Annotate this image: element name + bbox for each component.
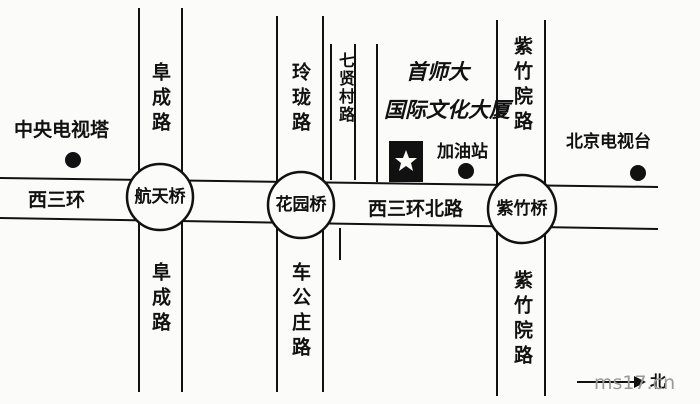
- huayuan-bridge-circle: [266, 170, 336, 240]
- zizhu-bridge-circle: [486, 173, 558, 245]
- zizhuyuan-road-south-label: 紫竹院路: [511, 270, 533, 370]
- west-third-ring-label: 西三环: [28, 189, 86, 211]
- ring-road-top-edge: [0, 177, 659, 188]
- linglong-road-label: 玲珑路: [289, 62, 311, 137]
- fucheng-road-north-label: 阜成路: [149, 62, 171, 137]
- hangtian-bridge-circle: [125, 162, 195, 232]
- north-arrow-head: [634, 376, 646, 388]
- north-label: 北: [650, 372, 667, 391]
- destination-name-line1: 首师大: [406, 60, 469, 84]
- gas-station-label: 加油站: [437, 142, 488, 162]
- cctv-tower-label: 中央电视塔: [14, 119, 110, 141]
- bjtv-label: 北京电视台: [566, 132, 651, 152]
- huayuan-bridge-label: 花园桥: [275, 195, 327, 215]
- star-icon: [395, 150, 417, 171]
- bjtv-dot: [630, 165, 646, 181]
- zizhuyuan-road-north-label: 紫竹院路: [511, 36, 533, 136]
- fucheng-road-south-label: 阜成路: [149, 262, 171, 337]
- zizhu-bridge-label: 紫竹桥: [496, 199, 548, 219]
- gas-station-dot: [458, 163, 474, 179]
- hangtian-bridge-label: 航天桥: [134, 187, 186, 207]
- destination-name-line2: 国际文化大厦: [384, 98, 510, 122]
- west-third-ring-north-label: 西三环北路: [368, 198, 464, 220]
- qixiancun-road-label: 七贤村路: [336, 52, 355, 124]
- watermark-text: ms17.cn: [594, 372, 676, 394]
- chegongzhuang-road-label: 车公庄路: [289, 262, 311, 362]
- cctv-tower-dot: [65, 152, 81, 168]
